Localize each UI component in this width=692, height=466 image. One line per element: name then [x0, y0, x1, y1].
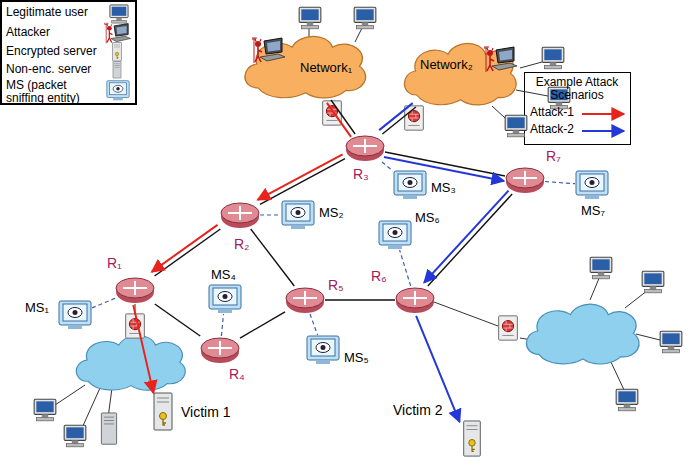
network-link — [382, 107, 416, 134]
router-label: R₂ — [233, 236, 251, 252]
network-label: Network₁ — [300, 60, 352, 76]
router-node: R₁ — [115, 276, 155, 304]
network-link — [240, 312, 285, 338]
victim-label: Victim 1 — [180, 404, 232, 420]
network-cloud: Network₁ — [238, 28, 373, 100]
sniffer-label: MS₁ — [24, 300, 50, 316]
sniffer-link — [545, 182, 575, 184]
router-node: R₂ — [220, 201, 260, 229]
network-cloud: Network₂ — [398, 35, 523, 107]
router-label: R₅ — [327, 277, 345, 293]
attack-path — [152, 225, 218, 272]
sniffer-node: MS₂ — [281, 200, 315, 230]
network-link — [428, 194, 512, 286]
router-node: R₃ — [345, 134, 385, 162]
router-node: R₅ — [285, 286, 325, 314]
sniffer-link — [221, 314, 223, 336]
sniffer-link — [92, 298, 115, 308]
sniffer-label: MS₃ — [430, 180, 457, 196]
router-node: R₄ — [200, 336, 240, 364]
legend-text: Attack-2 — [530, 123, 574, 136]
sniffer-node: MS₃ — [393, 170, 427, 200]
attack-path — [258, 154, 343, 200]
legend-text: Non-enc. server — [6, 63, 91, 76]
sniffer-link — [310, 314, 318, 335]
victim-server: Victim 1 — [150, 392, 176, 432]
sniffer-node: MS₅ — [306, 335, 340, 365]
sniffer-node: MS₆ — [378, 220, 412, 250]
sniffer-link — [400, 250, 411, 286]
network-link — [155, 304, 200, 336]
network-link — [251, 229, 295, 286]
legend-text: Encrypted server — [6, 45, 97, 58]
router-node: R₇ — [505, 166, 545, 194]
router-label: R₁ — [106, 255, 123, 271]
sniffer-link — [382, 162, 393, 171]
attack-path — [424, 191, 508, 283]
legend-text: Attacker — [6, 26, 50, 39]
sniffer-node: MS₄ — [208, 284, 242, 314]
victim-server: Victim 2 — [460, 420, 484, 458]
router-label: R₃ — [352, 166, 370, 182]
network-link — [325, 299, 395, 300]
victim-label: Victim 2 — [392, 402, 444, 418]
router-label: R₄ — [228, 366, 246, 382]
legend-frame — [1, 1, 136, 104]
network-label: Network₂ — [420, 57, 473, 73]
sniffer-label: MS₇ — [580, 203, 606, 219]
attack-path — [379, 103, 413, 130]
attack-path — [327, 103, 351, 137]
sniffer-label: MS₆ — [414, 210, 441, 226]
legend-text: Legitimate user — [6, 6, 88, 19]
sniffer-label: MS₄ — [210, 267, 237, 283]
attack-path — [133, 305, 153, 393]
network-link — [260, 159, 345, 205]
sniffer-node: MS₁ — [58, 300, 92, 330]
network-link — [331, 100, 355, 134]
sniffer-node: MS₇ — [575, 170, 609, 200]
legend-sample — [582, 130, 624, 132]
router-node: R₆ — [395, 286, 435, 314]
legend-heading: Example Attack Scenarios — [526, 76, 628, 102]
router-label: R₇ — [545, 148, 562, 164]
sniffer-label: MS₅ — [343, 350, 370, 366]
sniffer-label: MS₂ — [318, 205, 345, 221]
legend-sample — [113, 43, 122, 62]
sniffer-link — [260, 214, 281, 215]
router-label: R₆ — [370, 268, 388, 284]
legend-sample — [582, 113, 624, 115]
legend-text: Attack-1 — [530, 106, 574, 119]
legend-frame — [525, 73, 631, 145]
legend-text: MS (packet sniffing entity) — [6, 79, 102, 105]
